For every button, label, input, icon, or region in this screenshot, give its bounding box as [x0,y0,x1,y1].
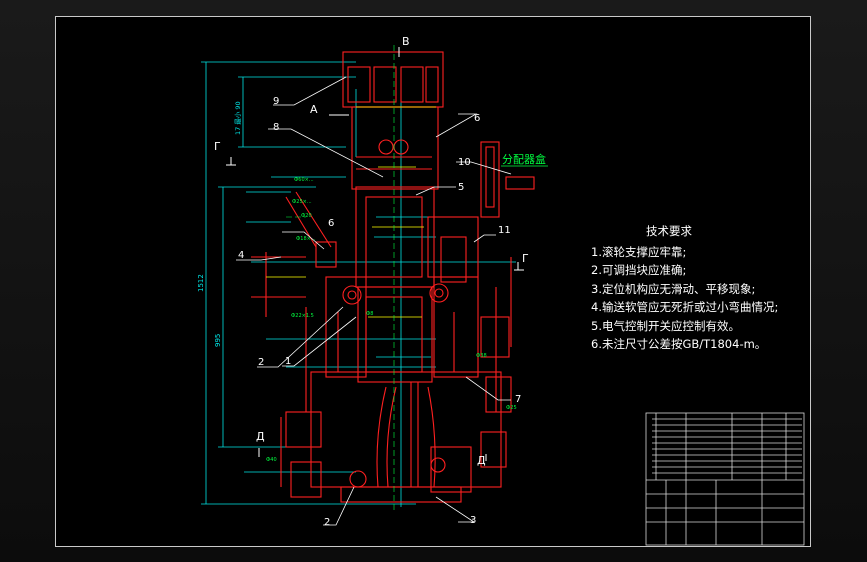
assembly-drawing: Ф60×... Ф25×... Ф20 Ф18×... Ф8 Ф22×1.5 Ф… [197,35,805,546]
view-marker-g-left: Γ [214,140,221,153]
svg-text:Ф25×...: Ф25×... [292,199,312,205]
view-marker-d-left: Д [256,430,265,443]
view-marker-a: A [310,103,318,116]
balloon-1: 1 [285,356,291,367]
balloon-9: 10 [458,157,471,168]
balloon-6-top: 6 [474,113,480,124]
section-markers: B A Γ Γ Д Д [214,35,529,467]
view-marker-d-right: Д [477,454,486,467]
balloon-3: 5 [458,182,464,193]
balloon-8: 8 [273,122,279,133]
accent-components [266,106,436,318]
dim-upper: 17 最小 90 [233,101,242,135]
technical-requirements: 技术要求 1.滚轮支撑应牢靠; 2.可调挡块应准确; 3.定位机构应无滑动、平移… [591,222,778,354]
balloon-4: 4 [238,250,244,261]
balloon-2-bottom: 2 [324,517,330,528]
balloon-10: 3 [470,515,476,526]
tech-req-item: 1.滚轮支撑应牢靠; [591,244,687,259]
view-marker-g-right: Γ [522,252,529,265]
svg-text:Ф38: Ф38 [476,353,487,359]
tech-req-item: 4.输送软管应无死折或过小弯曲情况; [591,300,779,314]
distributor-box-label: 分配器盒 [502,152,546,166]
title-block [645,412,805,546]
tech-req-item: 6.未注尺寸公差按GB/T1804-m。 [591,337,767,351]
view-marker-b: B [402,35,410,48]
tech-req-item: 5.电气控制开关应控制有效。 [591,318,740,333]
marker-ticks [226,47,524,461]
svg-text:Ф20: Ф20 [301,213,312,219]
svg-text:Ф25: Ф25 [506,405,517,411]
svg-text:Ф18×...: Ф18×... [296,236,316,242]
svg-text:Ф8: Ф8 [366,311,374,317]
balloon-6-left: 6 [328,218,334,229]
svg-text:Ф40: Ф40 [266,457,277,463]
dimension-lines [201,61,516,507]
balloon-numbers: 9 8 6 10 5 6 4 11 2 1 7 2 3 [238,96,521,528]
tech-req-item: 2.可调挡块应准确; [591,263,687,277]
balloon-5: 9 [273,96,279,107]
center-lines [286,45,395,512]
drawing-sheet: Ф60×... Ф25×... Ф20 Ф18×... Ф8 Ф22×1.5 Ф… [55,16,811,547]
svg-text:Ф60×...: Ф60×... [294,177,314,183]
dim-lower-height: 995 [214,334,222,347]
leader-lines [236,76,512,526]
tech-req-title: 技术要求 [646,224,692,238]
balloon-11: 11 [498,225,511,236]
dim-overall-height: 1512 [197,274,205,292]
annotation-tags: Ф60×... Ф25×... Ф20 Ф18×... Ф8 Ф22×1.5 Ф… [266,177,517,463]
balloon-2-mid: 2 [258,357,264,368]
svg-text:Ф22×1.5: Ф22×1.5 [291,313,314,319]
balloon-7: 7 [515,394,521,405]
tech-req-item: 3.定位机构应无滑动、平移现象; [591,281,756,296]
machine-body [251,51,535,503]
